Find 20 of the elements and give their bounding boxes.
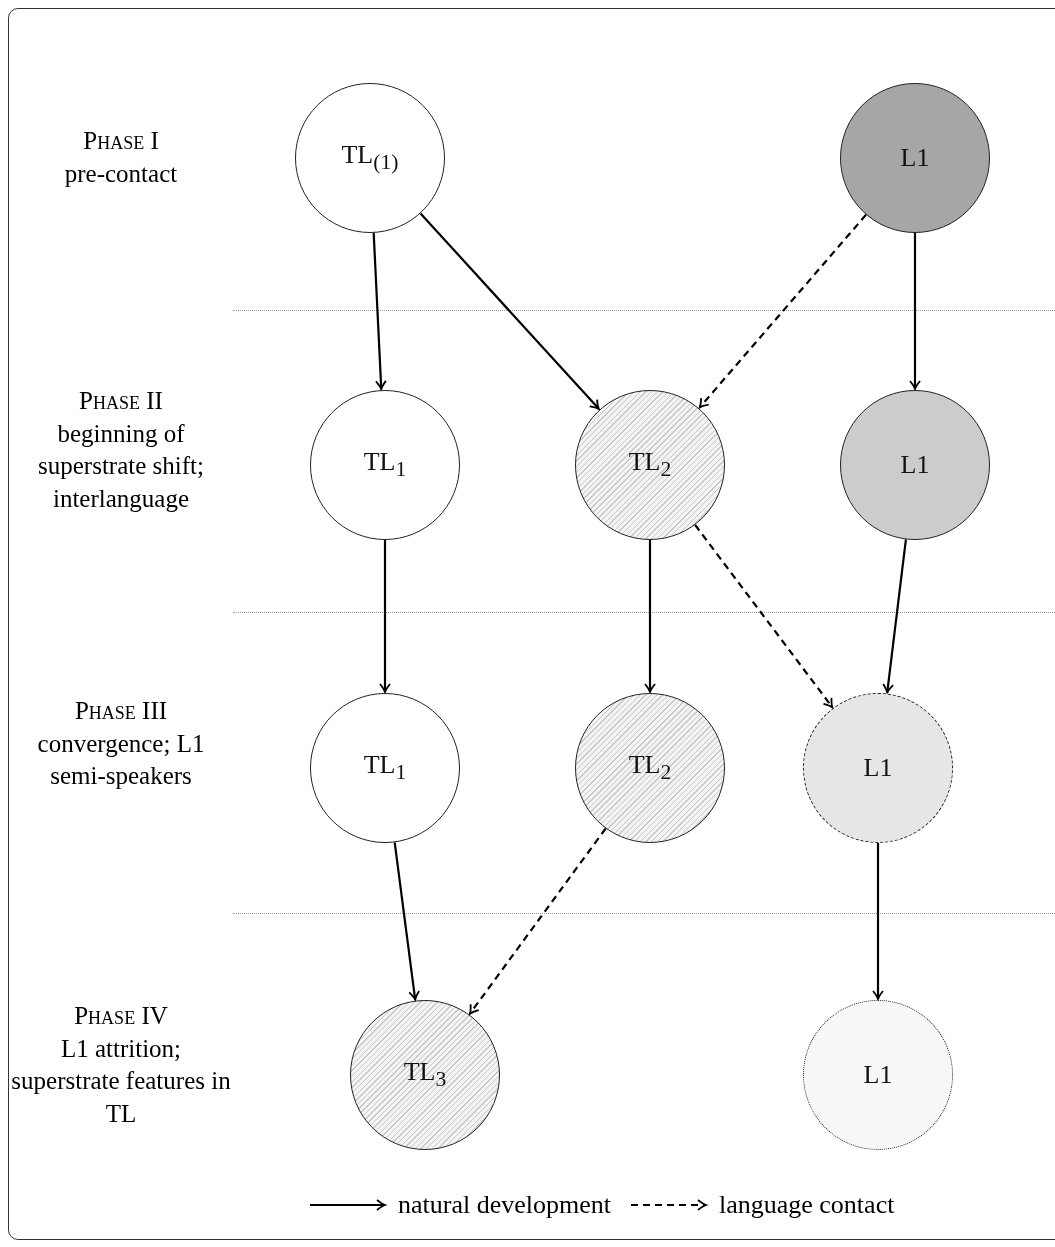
phase-description: convergence; L1 semi-speakers — [36, 728, 206, 791]
language-label: TL$_{1}$ — [363, 447, 407, 483]
language-label: L1 — [863, 753, 893, 783]
language-label: TL$_{1}$ — [363, 750, 407, 786]
phase-heading: Phase I — [83, 126, 159, 156]
language-label: L1 — [863, 1060, 893, 1090]
language-label: L1 — [900, 143, 930, 173]
legend-text: natural development — [398, 1190, 611, 1220]
legend-text: language contact — [719, 1190, 895, 1220]
phase-heading: Phase IV — [74, 1001, 168, 1031]
language-label: TL$_{2}$ — [628, 447, 672, 483]
phase-heading: Phase II — [79, 386, 163, 416]
phase-description: L1 attrition; superstrate features in TL — [10, 1033, 232, 1129]
language-label: L1 — [900, 450, 930, 480]
phase-heading: Phase III — [74, 696, 168, 726]
phase-description: beginning of superstrate shift; interlanguage — [37, 418, 205, 514]
language-label: TL$_{2}$ — [628, 750, 672, 786]
language-label: TL$_{3}$ — [403, 1057, 447, 1093]
phase-description: pre-contact — [64, 158, 178, 189]
language-label: TL$_{(1)}$ — [341, 140, 399, 176]
